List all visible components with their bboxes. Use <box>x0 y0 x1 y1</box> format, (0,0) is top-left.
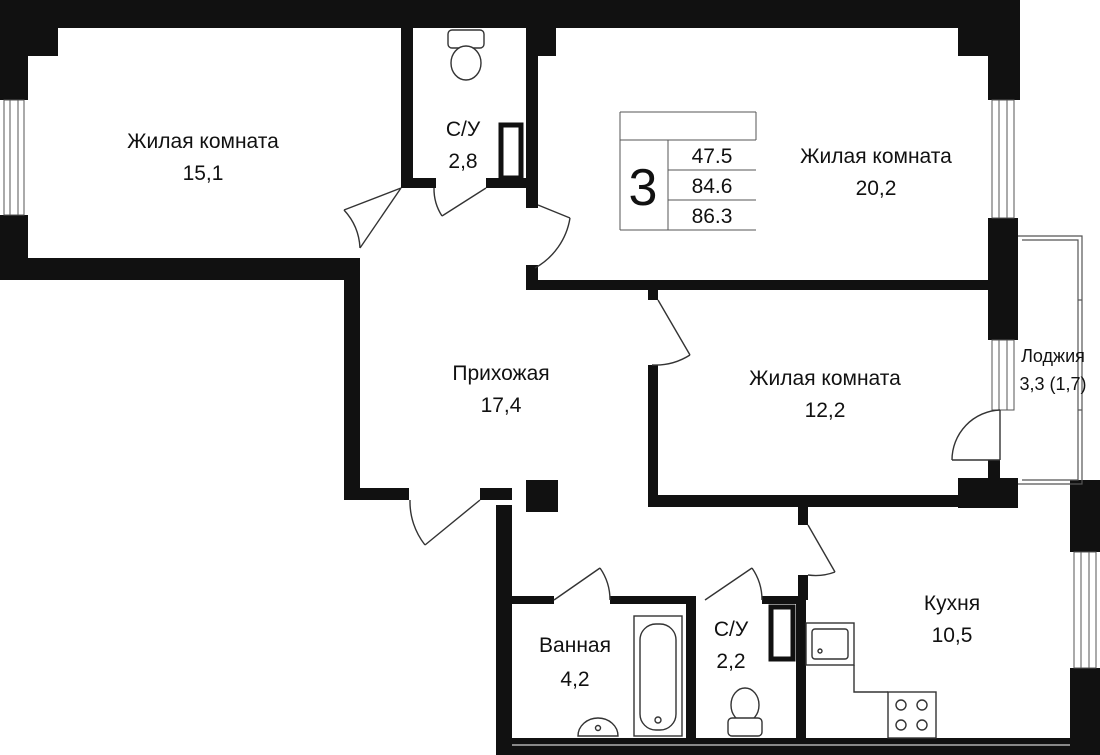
door-swing-icon <box>409 499 481 546</box>
badge-total-area-with-loggia: 86.3 <box>692 205 733 228</box>
door-swing-icon <box>343 187 402 249</box>
counter-outline <box>853 665 888 693</box>
room-area-bath: 4,2 <box>560 668 589 691</box>
stove-icon <box>887 691 937 739</box>
window-icon <box>3 99 25 216</box>
door-swing-icon <box>651 299 691 366</box>
badge-rooms-count: 3 <box>629 159 658 217</box>
room-name-bath: Ванная <box>539 634 611 657</box>
room-area-loggia: 3,3 (1,7) <box>1019 374 1086 394</box>
room-area-kitchen: 10,5 <box>932 624 973 647</box>
bathtub-icon <box>633 615 683 737</box>
room-area-living-2: 20,2 <box>856 177 897 200</box>
room-name-living-1: Жилая комната <box>127 130 279 153</box>
door-swing-icon <box>433 187 487 217</box>
windows <box>3 99 1097 669</box>
room-area-living-1: 15,1 <box>183 162 224 185</box>
toilet-icon <box>447 29 485 81</box>
room-name-hallway: Прихожая <box>452 362 549 385</box>
room-name-loggia: Лоджия <box>1021 346 1085 366</box>
radiator-icon <box>498 122 524 181</box>
room-name-bathroom-1: С/У <box>446 118 481 141</box>
room-area-hallway: 17,4 <box>481 394 522 417</box>
room-name-living-3: Жилая комната <box>749 367 901 390</box>
room-area-bathroom-1: 2,8 <box>448 150 477 173</box>
window-icon <box>991 339 1015 411</box>
badge-total-area: 84.6 <box>692 175 733 198</box>
loggia-outline <box>1018 235 1083 485</box>
door-swing-icon <box>534 204 571 269</box>
door-swing-icon <box>704 567 763 601</box>
area-badge <box>619 111 757 231</box>
room-name-bathroom-2: С/У <box>714 618 749 641</box>
room-area-living-3: 12,2 <box>805 399 846 422</box>
doors <box>343 187 1001 601</box>
room-name-living-2: Жилая комната <box>800 145 952 168</box>
window-icon <box>991 99 1015 219</box>
radiator-icon <box>768 604 796 662</box>
window-icon <box>1073 551 1097 669</box>
door-swing-icon <box>553 567 611 601</box>
room-area-bathroom-2: 2,2 <box>716 650 745 673</box>
sink-icon <box>577 717 619 737</box>
door-swing-icon <box>951 409 1001 461</box>
room-name-kitchen: Кухня <box>924 592 980 615</box>
toilet-icon <box>727 687 763 737</box>
badge-living-area: 47.5 <box>692 145 733 168</box>
door-swing-icon <box>807 524 836 577</box>
kitchen-sink-icon <box>805 622 855 666</box>
